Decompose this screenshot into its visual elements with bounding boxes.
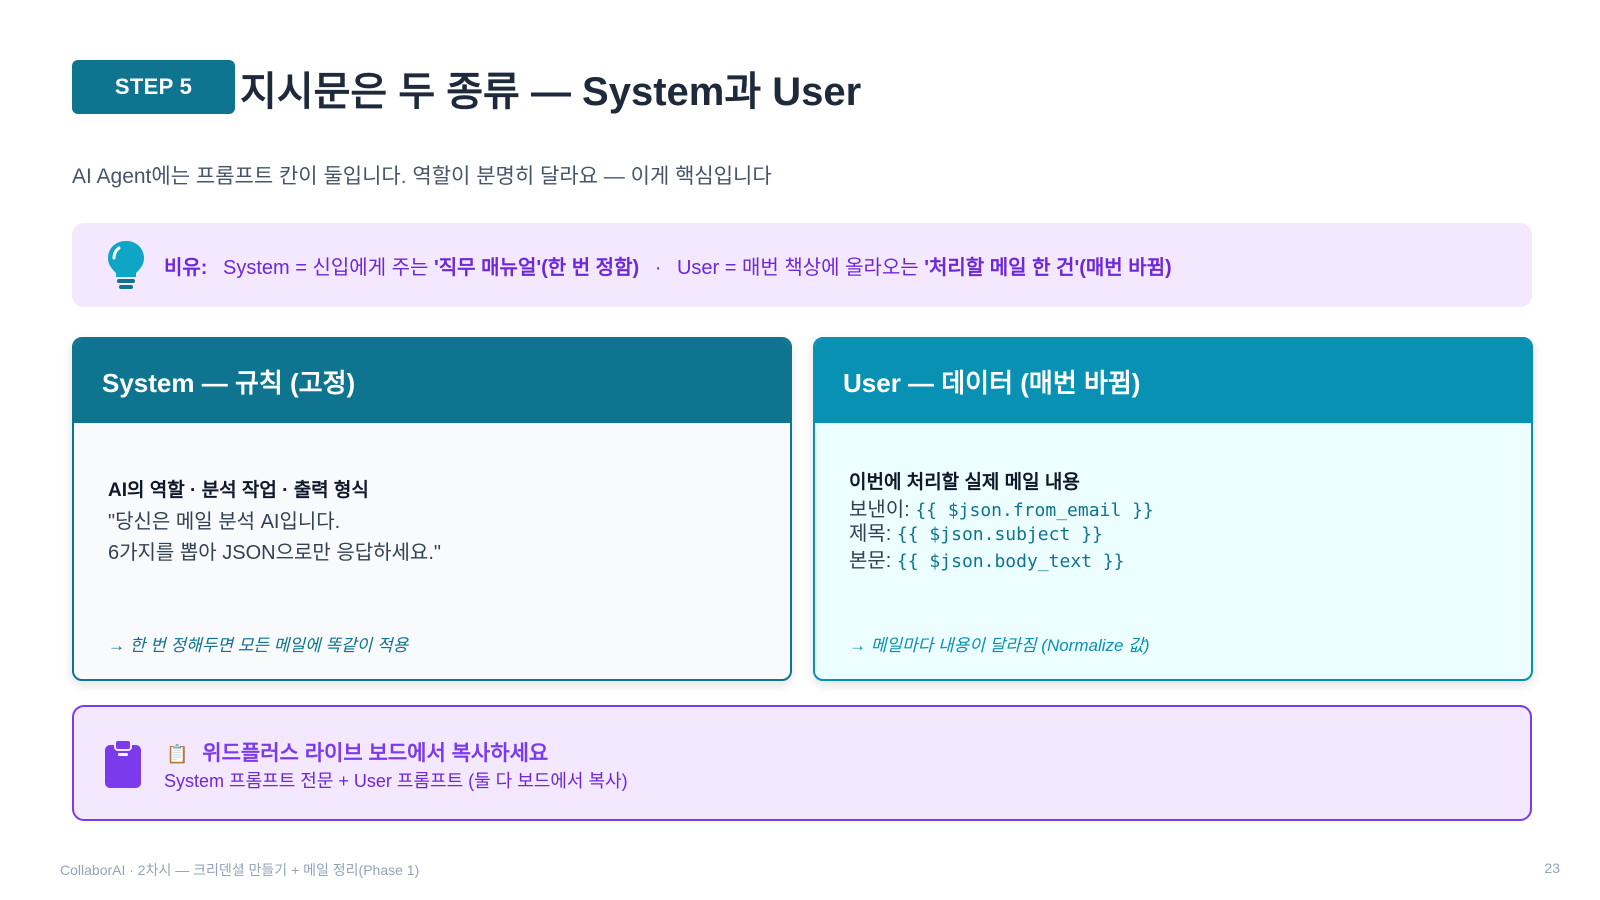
- footer-text: CollaborAI · 2차시 — 크리덴셜 만들기 + 메일 정리(Phas…: [60, 862, 420, 878]
- system-body-line-2: 6가지를 뽑아 JSON으로만 응답하세요.": [108, 542, 441, 564]
- analogy-banner: 비유: System = 신입에게 주는 '직무 매뉴얼'(한 번 정함) · …: [72, 223, 1532, 307]
- lightbulb-icon: [108, 241, 144, 289]
- user-field-subject: 제목: {{ $json.subject }}: [849, 517, 1103, 546]
- user-field-sender: 보낸이: {{ $json.from_email }}: [849, 493, 1154, 522]
- copy-hint-title-text: 위드플러스 라이브 보드에서 복사하세요: [202, 742, 549, 765]
- copy-hint-desc: System 프롬프트 전문 + User 프롬프트 (둘 다 보드에서 복사): [164, 771, 628, 791]
- user-field-label: 본문:: [849, 550, 892, 572]
- system-card-body: AI의 역할 · 분석 작업 · 출력 형식 "당신은 메일 분석 AI입니다.…: [74, 423, 790, 679]
- system-body-title: AI의 역할 · 분석 작업 · 출력 형식: [108, 480, 369, 501]
- analogy-lead: 비유:: [164, 256, 208, 279]
- user-card: User — 데이터 (매번 바뀜) 이번에 처리할 실제 메일 내용 보낸이:…: [813, 337, 1533, 681]
- analogy-user-emphasis: '처리할 메일 한 건'(매번 바뀜): [924, 256, 1172, 279]
- page-subtitle: AI Agent에는 프롬프트 칸이 둘입니다. 역할이 분명히 달라요 — 이…: [72, 165, 772, 188]
- copy-hint-title: 📋 위드플러스 라이브 보드에서 복사하세요: [166, 737, 548, 767]
- user-body-title: 이번에 처리할 실제 메일 내용: [849, 472, 1080, 493]
- user-field-expr: {{ $json.subject }}: [896, 524, 1103, 545]
- user-field-label: 제목:: [849, 523, 892, 545]
- analogy-text: 비유: System = 신입에게 주는 '직무 매뉴얼'(한 번 정함) · …: [164, 251, 1172, 280]
- clipboard-icon: [105, 739, 141, 788]
- user-card-title: User — 데이터 (매번 바뀜): [815, 339, 1531, 423]
- user-field-body: 본문: {{ $json.body_text }}: [849, 544, 1125, 573]
- user-field-expr: {{ $json.from_email }}: [915, 500, 1154, 521]
- page-title: 지시문은 두 종류 — System과 User: [240, 70, 862, 114]
- step-badge: STEP 5: [72, 60, 235, 114]
- user-field-expr: {{ $json.body_text }}: [896, 551, 1125, 572]
- system-card-title: System — 규칙 (고정): [74, 339, 790, 423]
- user-card-note: → 메일마다 내용이 달라짐 (Normalize 값): [849, 636, 1150, 655]
- user-card-body: 이번에 처리할 실제 메일 내용 보낸이: {{ $json.from_emai…: [815, 423, 1531, 679]
- system-body-line-1: "당신은 메일 분석 AI입니다.: [108, 511, 341, 533]
- user-field-label: 보낸이:: [849, 499, 910, 521]
- page-number: 23: [1544, 860, 1560, 876]
- system-card: System — 규칙 (고정) AI의 역할 · 분석 작업 · 출력 형식 …: [72, 337, 792, 681]
- analogy-separator: ·: [654, 256, 662, 279]
- clipboard-emoji-icon: 📋: [166, 744, 189, 764]
- copy-hint-box: 📋 위드플러스 라이브 보드에서 복사하세요 System 프롬프트 전문 + …: [72, 705, 1532, 821]
- system-card-note: → 한 번 정해두면 모든 메일에 똑같이 적용: [108, 636, 409, 655]
- analogy-system-prefix: System = 신입에게 주는: [223, 256, 429, 279]
- analogy-system-emphasis: '직무 매뉴얼'(한 번 정함): [434, 256, 640, 279]
- analogy-user-prefix: User = 매번 책상에 올라오는: [676, 256, 919, 279]
